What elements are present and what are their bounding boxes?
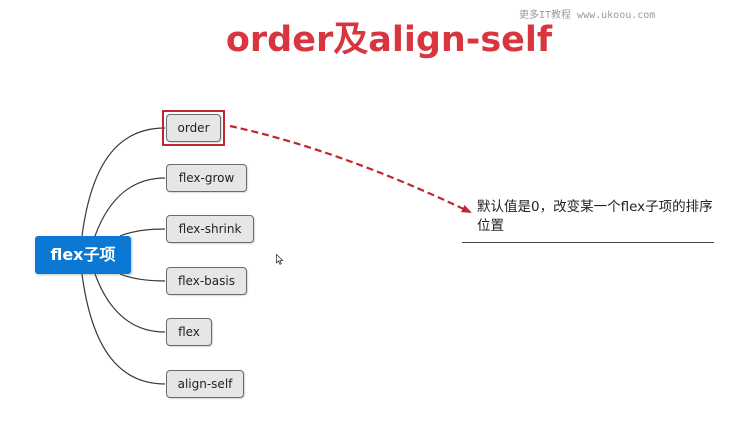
root-node-flex-item: flex子项 (35, 236, 131, 274)
watermark-text: 更多IT教程 www.ukoou.com (519, 10, 656, 21)
connector-flex-grow (94, 177, 166, 237)
connector-flex-basis (119, 273, 166, 282)
annotation-note: 默认值是0，改变某一个flex子项的排序位置 (477, 199, 713, 234)
selection-highlight-frame (162, 110, 225, 146)
node-flex-basis: flex-basis (166, 267, 247, 295)
node-flex-grow: flex-grow (166, 164, 247, 192)
annotation-underline (462, 242, 714, 243)
node-flex-shrink: flex-shrink (166, 215, 254, 243)
connector-flex (94, 273, 166, 333)
node-align-self: align-self (166, 370, 244, 398)
mouse-cursor-icon (276, 254, 284, 265)
connector-flex-shrink (119, 228, 166, 237)
page-title: order及align-self (225, 20, 553, 60)
annotation-arrow (229, 124, 472, 213)
node-flex: flex (166, 318, 212, 346)
node-order: order (166, 114, 221, 142)
connector-align-self (81, 273, 166, 385)
connector-order (81, 127, 166, 237)
